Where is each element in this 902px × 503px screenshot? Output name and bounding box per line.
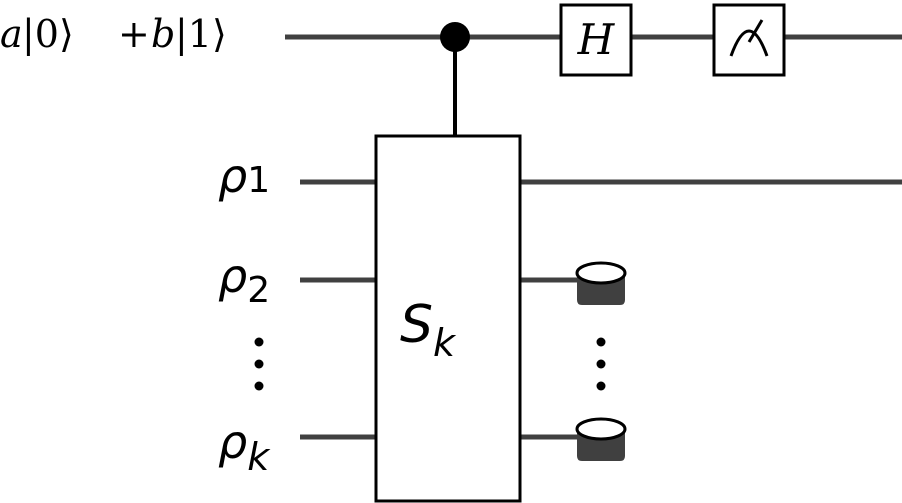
plus-sign: +: [118, 12, 150, 56]
input-state-label: a |0⟩ + b |1⟩: [0, 12, 227, 56]
rho-k-label: ρk: [218, 415, 271, 479]
sk-subscript: k: [433, 321, 457, 365]
measurement-meter-icon: [729, 19, 769, 57]
ket-zero: |0⟩: [22, 12, 74, 56]
sk-symbol: S: [400, 295, 433, 355]
control-dot: [440, 22, 470, 52]
rho-k-subscript: k: [247, 435, 271, 479]
sk-gate-box: [374, 134, 522, 503]
rho-2-label: ρ2: [218, 249, 270, 311]
rho-2-symbol: ρ: [218, 249, 247, 303]
rho-1-symbol: ρ: [218, 149, 247, 203]
rho-1-subscript: 1: [247, 160, 270, 201]
sk-gate-label: Sk: [400, 295, 457, 365]
trash-bin-icon: [575, 261, 627, 305]
rho-2-subscript: 2: [247, 270, 270, 311]
hadamard-gate-label: H: [577, 15, 616, 64]
coef-b: b: [151, 12, 175, 56]
rho-1-label: ρ1: [218, 149, 270, 203]
trash-bin-icon: [575, 417, 627, 461]
input-ellipsis: [254, 337, 264, 391]
ket-one: |1⟩: [175, 12, 227, 56]
hadamard-gate-box: [559, 3, 633, 77]
output-ellipsis: [596, 337, 606, 391]
coef-a: a: [0, 12, 23, 56]
rho-k-symbol: ρ: [218, 415, 247, 469]
